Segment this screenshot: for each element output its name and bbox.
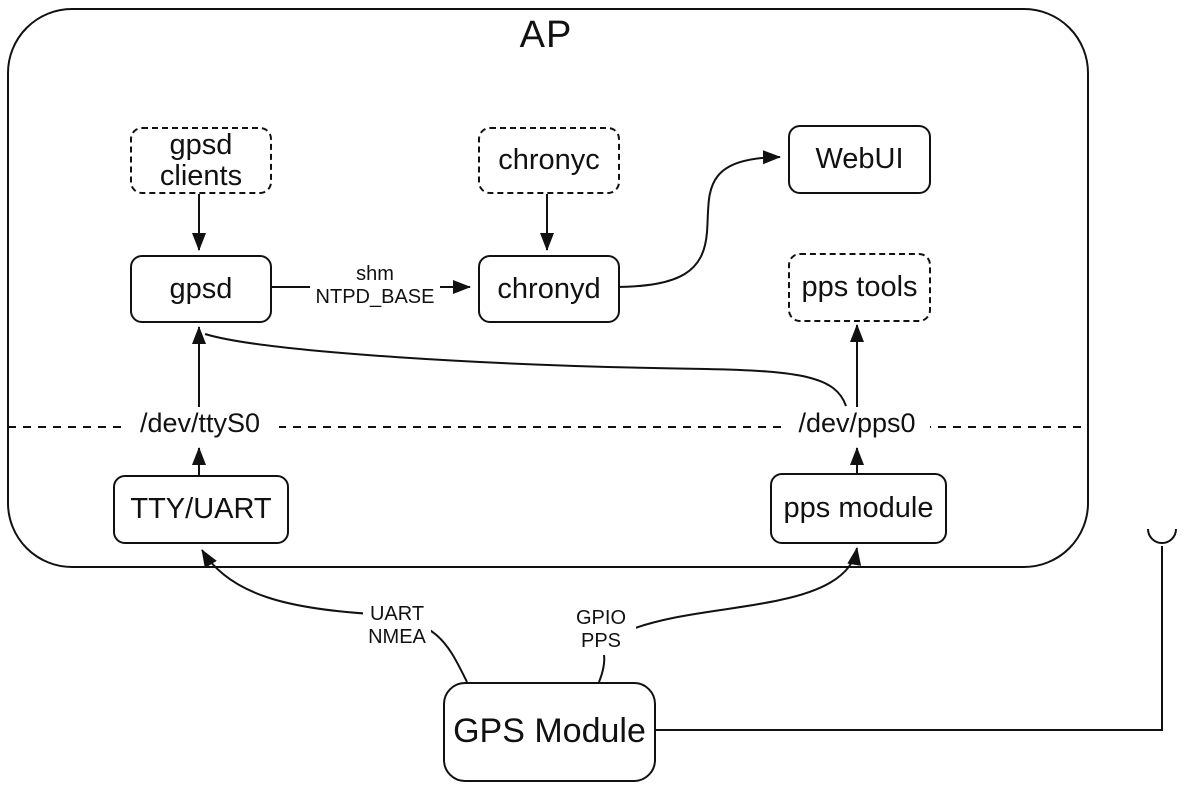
node-pps-module-label: pps module — [783, 492, 934, 525]
label-shm-ntpd-base: shm NTPD_BASE — [310, 263, 440, 309]
antenna-icon — [1147, 528, 1177, 544]
node-gpsd-clients: gpsd clients — [130, 127, 272, 194]
node-gpsd: gpsd — [130, 255, 272, 323]
node-tty-uart-label: TTY/UART — [130, 493, 272, 526]
edge-gps-gpio-stub — [598, 654, 606, 683]
node-gpsd-label: gpsd — [169, 272, 233, 305]
edge-gpio-ppsmodule — [626, 547, 862, 632]
node-gps-module-label: GPS Module — [453, 712, 646, 751]
node-chronyd: chronyd — [478, 255, 620, 323]
node-pps-module: pps module — [770, 473, 947, 544]
ap-title: AP — [519, 14, 573, 56]
node-gpsd-clients-label: gpsd clients — [159, 129, 243, 192]
node-webui-label: WebUI — [815, 143, 904, 176]
label-dev-ttys0: /dev/ttyS0 — [121, 408, 279, 439]
ap-boundary-box — [7, 8, 1089, 568]
node-gps-module: GPS Module — [443, 682, 656, 782]
node-pps-tools-label: pps tools — [801, 271, 918, 304]
node-webui: WebUI — [788, 125, 931, 194]
label-gpio-pps: GPIO PPS — [566, 607, 636, 653]
node-chronyc: chronyc — [478, 127, 620, 194]
edge-chronyd-webui — [616, 150, 781, 288]
label-uart-nmea: UART NMEA — [363, 603, 431, 649]
edge-pps0-gpsd-curve — [204, 333, 847, 407]
edge-gps-antenna-wire — [652, 546, 1163, 731]
label-dev-pps0: /dev/pps0 — [784, 408, 930, 439]
node-chronyc-label: chronyc — [498, 144, 600, 177]
node-chronyd-label: chronyd — [497, 272, 601, 305]
node-tty-uart: TTY/UART — [113, 475, 289, 544]
node-pps-tools: pps tools — [788, 253, 931, 322]
